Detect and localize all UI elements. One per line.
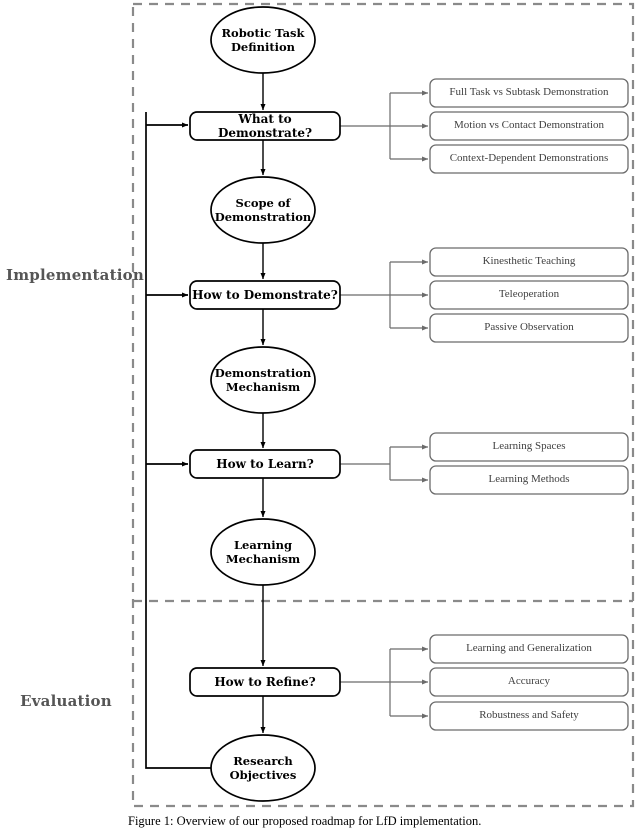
node-shape-research-objectives[interactable] xyxy=(210,734,316,802)
node-shape-scope-of-demonstration[interactable] xyxy=(210,176,316,244)
option-shape-full-task-vs-subtask-demonstration[interactable] xyxy=(429,78,629,108)
node-shape-demonstration-mechanism[interactable] xyxy=(210,346,316,414)
option-shape-kinesthetic-teaching[interactable] xyxy=(429,247,629,277)
feedback-loop-path xyxy=(145,112,211,769)
option-shape-teleoperation[interactable] xyxy=(429,280,629,310)
node-shape-how-to-learn[interactable] xyxy=(189,449,341,479)
node-shape-how-to-refine[interactable] xyxy=(189,667,341,697)
option-shape-learning-and-generalization[interactable] xyxy=(429,634,629,664)
option-shape-learning-methods[interactable] xyxy=(429,465,629,495)
option-shape-context-dependent-demonstrations[interactable] xyxy=(429,144,629,174)
dashed-region-border xyxy=(131,2,635,808)
option-shape-robustness-and-safety[interactable] xyxy=(429,701,629,731)
node-shape-robotic-task-definition[interactable] xyxy=(210,6,316,74)
node-shape-what-to-demonstrate[interactable] xyxy=(189,111,341,141)
option-shape-motion-vs-contact-demonstration[interactable] xyxy=(429,111,629,141)
node-shape-how-to-demonstrate[interactable] xyxy=(189,280,341,310)
figure-caption: Figure 1: Overview of our proposed roadm… xyxy=(128,814,482,828)
phase-label-evaluation: Evaluation xyxy=(20,692,112,710)
phase-label-implementation: Implementation xyxy=(6,266,144,284)
option-shape-passive-observation[interactable] xyxy=(429,313,629,343)
node-shape-learning-mechanism[interactable] xyxy=(210,518,316,586)
option-shape-learning-spaces[interactable] xyxy=(429,432,629,462)
option-shape-accuracy[interactable] xyxy=(429,667,629,697)
